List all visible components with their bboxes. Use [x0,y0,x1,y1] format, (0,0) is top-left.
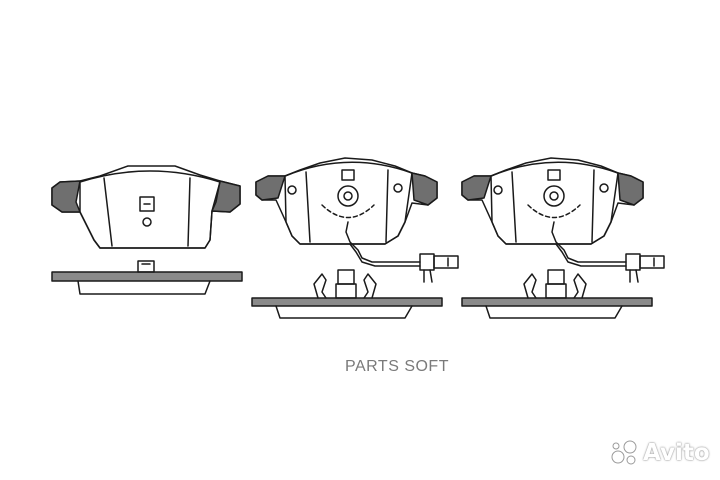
avito-dots-icon [611,440,637,465]
avito-wordmark: Avito [643,440,710,466]
pad-2-side-view [251,269,443,319]
pad-1-front-view [51,165,241,249]
pad-3-side-view [461,269,653,319]
brake-pad-1 [51,165,243,295]
brake-pad-3 [461,157,665,319]
brake-pad-2 [251,157,459,319]
parts-soft-watermark: PARTS SOFT [345,358,449,375]
pad-1-side-view [51,260,243,295]
pad-2-front-view [255,157,459,283]
pad-3-front-view [461,157,665,283]
avito-watermark: Avito [610,440,710,466]
